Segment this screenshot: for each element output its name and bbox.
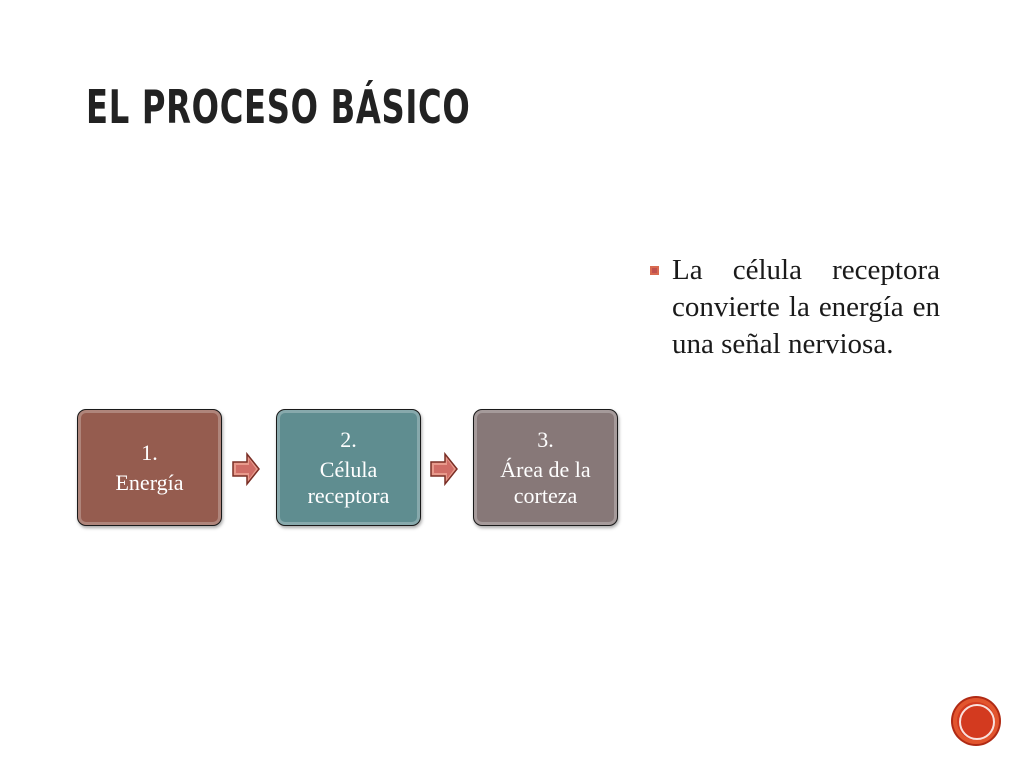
step-box-cortex-area: 3. Área de la corteza xyxy=(473,409,618,526)
step-box-energy: 1. Energía xyxy=(77,409,222,526)
bullet-text: La célula receptora convierte la energía… xyxy=(672,254,940,360)
step-number: 2. xyxy=(340,426,357,452)
bullet-list: La célula receptora convierte la energía… xyxy=(650,252,940,363)
step-label: Célula receptora xyxy=(307,456,390,508)
right-arrow-icon xyxy=(430,452,458,486)
slide-title: El proceso básico xyxy=(86,80,471,134)
step-label: Área de la corteza xyxy=(500,456,591,508)
step-label: Energía xyxy=(115,469,184,495)
step-box-receptor-cell: 2. Célula receptora xyxy=(276,409,421,526)
step-number: 3. xyxy=(537,426,554,452)
right-arrow-icon xyxy=(232,452,260,486)
square-bullet-icon xyxy=(650,266,659,275)
next-slide-button[interactable] xyxy=(953,698,999,744)
bullet-item: La célula receptora convierte la energía… xyxy=(650,252,940,363)
step-number: 1. xyxy=(141,439,158,465)
